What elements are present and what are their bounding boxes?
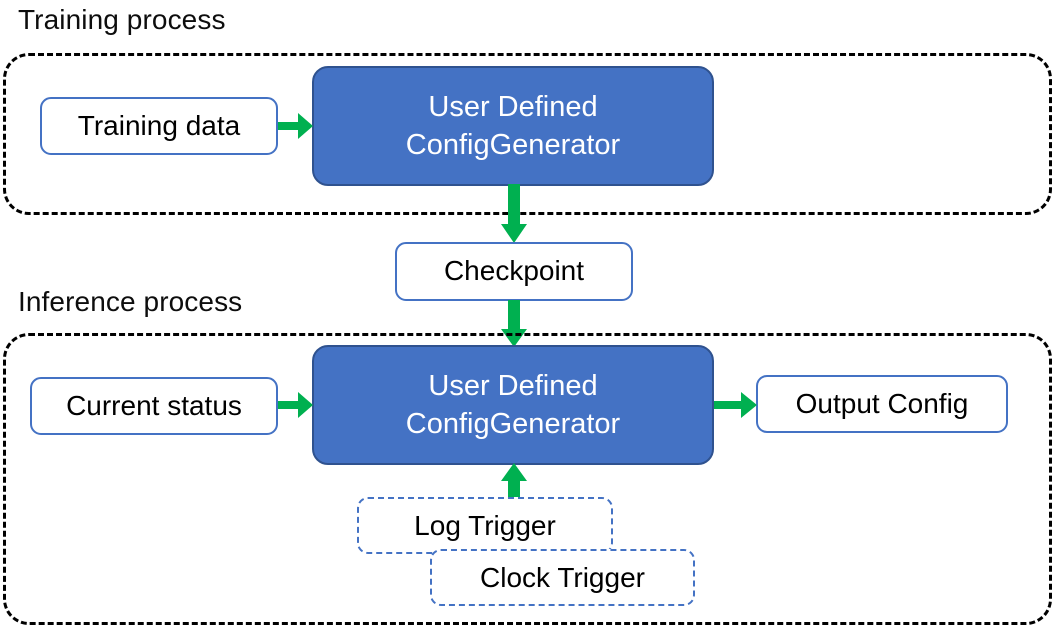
inference-process-label: Inference process bbox=[18, 286, 243, 317]
node-training-data[interactable]: Training data bbox=[40, 97, 278, 155]
node-checkpoint[interactable]: Checkpoint bbox=[395, 242, 633, 301]
node-clock-trigger[interactable]: Clock Trigger bbox=[430, 549, 695, 606]
generator-inference-line-1: User Defined bbox=[428, 369, 598, 402]
node-current-status[interactable]: Current status bbox=[30, 377, 278, 435]
generator-training-line-1: User Defined bbox=[428, 90, 598, 123]
inference-process-group bbox=[3, 333, 1052, 625]
arrow-current-status-to-generator-icon bbox=[278, 391, 314, 419]
node-user-defined-config-generator-inference[interactable]: User Defined ConfigGenerator bbox=[312, 345, 714, 465]
arrow-generator-to-output-config-icon bbox=[714, 391, 758, 419]
generator-inference-line-2: ConfigGenerator bbox=[405, 408, 621, 440]
generator-training-line-2: ConfigGenerator bbox=[405, 129, 621, 161]
training-process-group bbox=[3, 53, 1052, 215]
training-process-label: Training process bbox=[18, 4, 226, 35]
node-user-defined-config-generator-training[interactable]: User Defined ConfigGenerator bbox=[312, 66, 714, 186]
node-output-config[interactable]: Output Config bbox=[756, 375, 1008, 433]
arrow-generator-to-checkpoint-icon bbox=[500, 184, 528, 244]
arrow-training-data-to-generator-icon bbox=[278, 112, 314, 140]
node-log-trigger[interactable]: Log Trigger bbox=[357, 497, 613, 554]
arrow-trigger-to-generator-icon bbox=[500, 463, 528, 503]
